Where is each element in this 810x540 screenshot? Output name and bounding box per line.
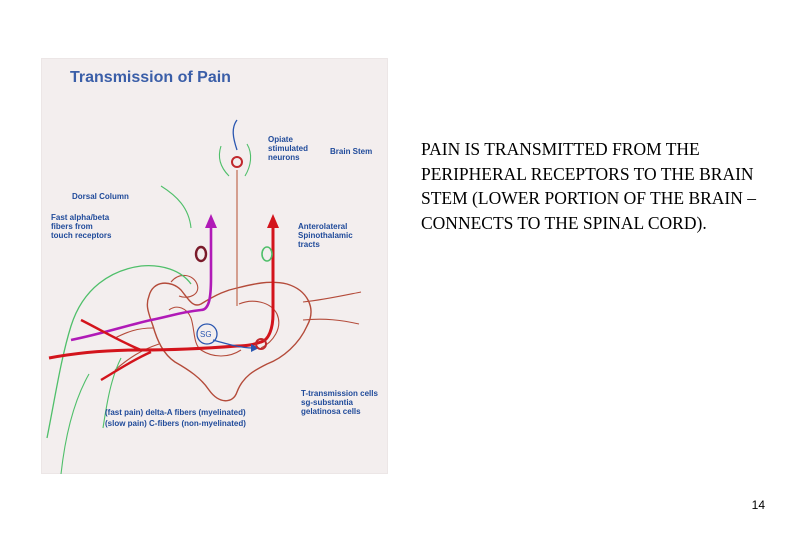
anterolateral-label: Anterolateral Spinothalamic tracts <box>298 222 353 249</box>
dorsal-root-ganglion <box>170 274 199 298</box>
spinal-cord-outline <box>146 281 312 402</box>
green-fiber-brainstem <box>218 143 252 177</box>
magenta-pathway <box>70 226 213 342</box>
magenta-arrowhead <box>205 214 217 228</box>
page-number: 14 <box>751 498 765 512</box>
t-transmission-label: T-transmission cells sg-substantia gelat… <box>301 389 378 416</box>
spinal-root-left <box>114 327 160 371</box>
brain-stem-label: Brain Stem <box>330 147 373 156</box>
opiate-label: Opiate stimulated neurons <box>268 135 309 162</box>
pain-pathway-diagram <box>46 119 362 474</box>
pain-transmission-figure: Transmission of Pain <box>41 58 388 474</box>
red-pain-branch <box>80 318 152 382</box>
sg-label: SG <box>200 330 212 339</box>
fast-pain-label: (fast pain) delta-A fibers (myelinated) <box>105 408 246 417</box>
opiate-neuron-node <box>231 156 243 168</box>
sg-circle <box>196 323 218 345</box>
dorsal-synapse-oval <box>194 245 208 263</box>
blue-interneuron <box>212 119 254 349</box>
fast-fibers-label: Fast alpha/beta fibers from touch recept… <box>51 213 112 240</box>
t-cell-node <box>255 338 267 350</box>
spinal-cord-inner <box>168 300 280 357</box>
red-pain-pathway <box>48 226 275 360</box>
body-text: PAIN IS TRANSMITTED FROM THE PERIPHERAL … <box>421 139 757 234</box>
green-fiber-top <box>160 185 192 229</box>
red-arrowhead <box>267 214 279 228</box>
blue-arrowhead <box>251 344 259 352</box>
spinal-root-right <box>302 291 362 325</box>
anterolateral-synapse-oval <box>261 246 273 262</box>
figure-title: Transmission of Pain <box>70 69 231 86</box>
green-fiber-lower <box>60 357 122 474</box>
slow-pain-label: (slow pain) C-fibers (non-myelinated) <box>105 419 246 428</box>
dorsal-column-label: Dorsal Column <box>72 192 129 201</box>
green-fiber-long <box>46 264 192 439</box>
